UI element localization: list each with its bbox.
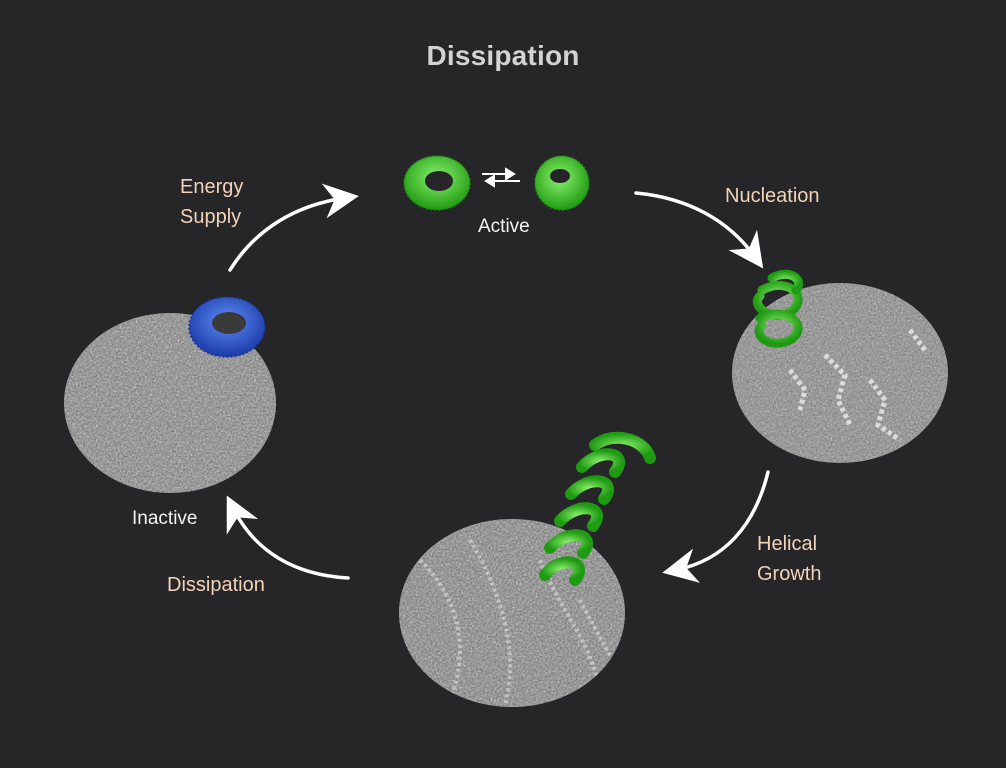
active-torus-open-icon [526, 147, 598, 219]
helical-growth-label-line1: Helical [757, 529, 821, 559]
arrow-dissipation [233, 508, 348, 578]
diagram-title: Dissipation [0, 40, 1006, 72]
arrow-helical-growth [676, 472, 768, 570]
energy-supply-label: Energy Supply [180, 172, 243, 232]
active-torus-closed-icon [404, 156, 470, 210]
energy-supply-label-line2: Supply [180, 202, 243, 232]
helical-growth-label-line2: Growth [757, 559, 821, 589]
dissipation-label: Dissipation [167, 570, 265, 600]
nucleation-label: Nucleation [725, 181, 820, 211]
inactive-torus-icon [189, 297, 265, 357]
energy-supply-label-line1: Energy [180, 172, 243, 202]
inactive-state-label: Inactive [132, 504, 197, 534]
micrograph-helical [395, 515, 630, 715]
arrow-energy-supply [230, 198, 345, 270]
equilibrium-arrows-icon [482, 169, 520, 186]
helical-growth-label: Helical Growth [757, 529, 821, 589]
active-state-label: Active [478, 212, 530, 242]
